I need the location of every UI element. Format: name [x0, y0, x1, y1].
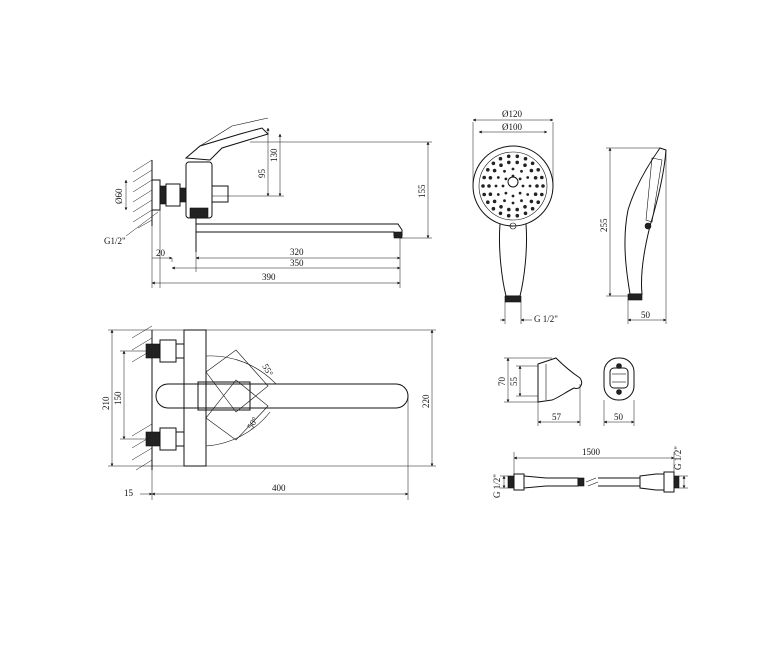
dim-95: 95: [257, 169, 267, 179]
spray-hole: [533, 192, 538, 196]
spray-hole: [518, 177, 522, 181]
wall-hatch: [132, 159, 153, 229]
dim-155: 155: [417, 184, 427, 198]
dim-400: 400: [272, 483, 286, 493]
dim-d100: Ø100: [502, 122, 522, 132]
dim-1500: 1500: [582, 447, 601, 457]
spray-hole: [488, 176, 493, 180]
spray-hole: [515, 213, 520, 218]
spray-hole: [523, 163, 527, 167]
spray-hole: [523, 211, 528, 216]
spray-hole: [491, 161, 496, 166]
hand-shower-side: 255 50: [599, 147, 667, 324]
spray-hole: [482, 192, 487, 197]
spray-hole: [496, 176, 500, 179]
spray-hole: [520, 199, 523, 203]
spray-hole: [528, 184, 532, 188]
spray-hole: [511, 194, 515, 198]
spray-hole: [488, 192, 493, 196]
spray-hole: [515, 160, 519, 165]
spray-hole: [520, 169, 523, 173]
dim-210: 210: [101, 396, 111, 410]
spray-hole: [515, 207, 519, 212]
spray-hole: [541, 184, 545, 188]
spray-hole: [511, 167, 515, 171]
spray-hole: [498, 211, 503, 216]
angle-50: 50°: [245, 415, 260, 431]
spray-hole: [530, 161, 535, 166]
spray-hole: [540, 192, 544, 197]
spray-hole: [492, 168, 497, 173]
thread-hose-right: G 1/2": [673, 446, 683, 470]
spray-hole: [515, 154, 520, 159]
spray-hole: [540, 175, 544, 180]
spray-holes: [481, 154, 545, 218]
dim-d120: Ø120: [502, 109, 522, 119]
angle-55: 55°: [260, 362, 275, 378]
dim-150: 150: [113, 391, 123, 405]
spray-hole: [535, 184, 539, 188]
side-view: 95 130 155 Ø60 G1/2" 20 320 350 390: [104, 117, 432, 288]
dim-55: 55: [509, 377, 519, 387]
thread-hose-left: G 1/2": [492, 474, 502, 498]
hose: 1500 G 1/2" G 1/2": [492, 446, 688, 498]
spray-hole: [496, 193, 500, 196]
spray-hole: [504, 191, 508, 195]
spray-hole: [499, 163, 503, 167]
dim-255: 255: [599, 218, 609, 232]
spray-hole: [536, 168, 540, 172]
spray-hole: [526, 176, 530, 179]
spray-hole: [507, 207, 511, 212]
dim-d60: Ø60: [114, 188, 124, 204]
holder-side: 70 55 57: [497, 357, 583, 426]
spray-hole: [487, 184, 491, 188]
dim-320: 320: [290, 247, 304, 257]
spray-hole: [526, 193, 530, 196]
holder-front: 50: [603, 357, 635, 426]
spray-hole: [491, 206, 496, 211]
dim-130: 130: [269, 148, 279, 162]
spray-hole: [529, 199, 534, 204]
dim-50-holder: 50: [614, 412, 624, 422]
spray-hole: [499, 205, 503, 209]
hand-shower-front: Ø120 Ø100 G 1/2": [472, 109, 558, 324]
spray-hole: [536, 200, 540, 204]
spray-hole: [530, 206, 535, 211]
spray-hole: [523, 205, 527, 209]
spray-hole: [503, 199, 506, 203]
spray-hole: [503, 169, 506, 173]
spray-hole: [511, 201, 515, 205]
spray-hole: [486, 168, 490, 172]
spray-hole: [486, 200, 490, 204]
thread-g12: G1/2": [104, 236, 126, 246]
spray-hole: [481, 184, 485, 188]
spray-hole: [504, 177, 508, 181]
spray-hole: [494, 184, 498, 188]
spray-hole: [492, 199, 497, 204]
spray-hole: [501, 184, 505, 188]
thread-shower: G 1/2": [534, 314, 558, 324]
spray-hole: [518, 191, 522, 195]
dim-57: 57: [552, 412, 562, 422]
dim-350: 350: [290, 258, 304, 268]
dim-15: 15: [124, 488, 134, 498]
spray-hole: [521, 184, 525, 188]
dim-390: 390: [262, 272, 276, 282]
spray-hole: [506, 154, 511, 159]
top-view: 55° 50° 210 150 220 15 400: [101, 325, 436, 500]
spray-hole: [482, 175, 487, 180]
spray-hole: [498, 156, 503, 161]
dim-50-shower: 50: [641, 310, 651, 320]
spray-hole: [507, 160, 511, 165]
spray-hole: [506, 213, 511, 218]
dim-70: 70: [497, 377, 507, 387]
dim-20: 20: [156, 248, 166, 258]
dim-220: 220: [421, 394, 431, 408]
spray-hole: [529, 168, 534, 173]
spray-hole: [523, 156, 528, 161]
spray-hole: [533, 176, 538, 180]
